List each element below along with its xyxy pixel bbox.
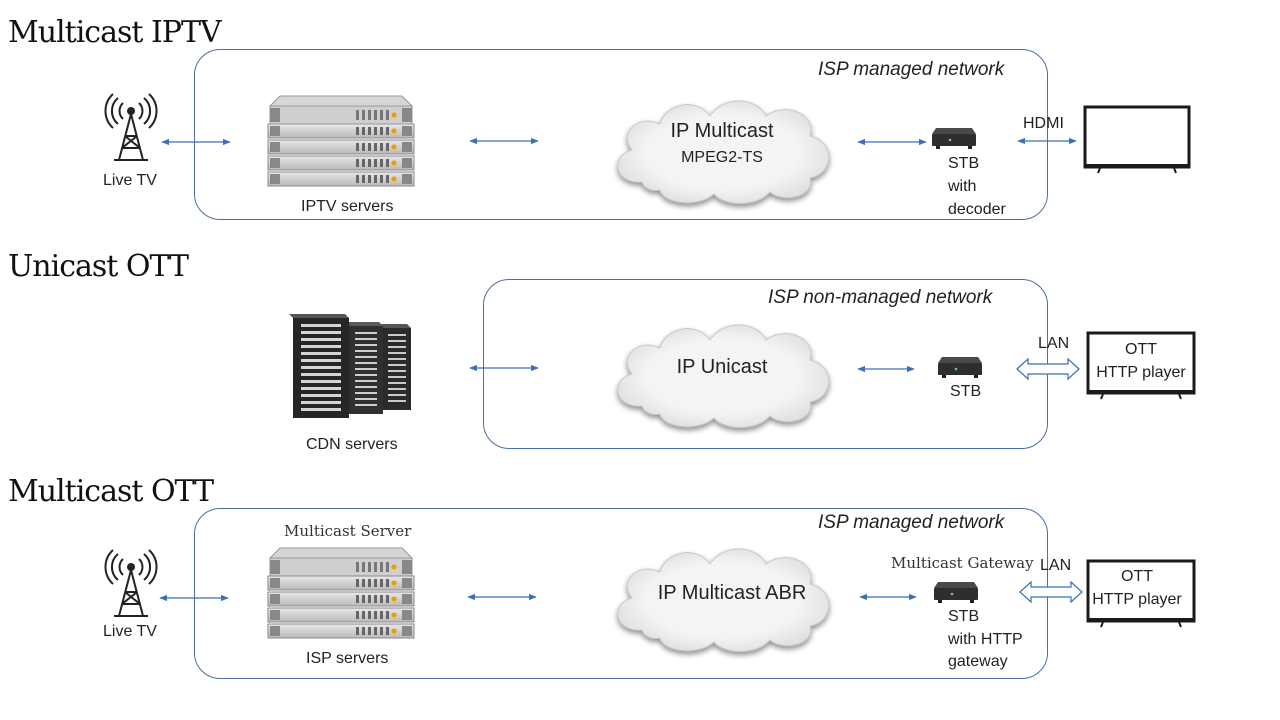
bidirectional-arrow xyxy=(161,138,231,146)
television-icon xyxy=(1086,331,1196,400)
bidirectional-arrow xyxy=(1017,137,1077,145)
live-tv-label: Live TV xyxy=(103,172,157,189)
servers-label: IPTV servers xyxy=(301,198,394,215)
set-top-box-icon xyxy=(938,357,982,378)
tv-label-line1: OTT xyxy=(1121,568,1153,585)
television-icon xyxy=(1086,559,1196,628)
stb-label-line3: decoder xyxy=(948,201,1006,218)
bidirectional-arrow xyxy=(159,594,229,602)
cloud-icon xyxy=(617,100,830,204)
network-label: ISP non-managed network xyxy=(768,287,993,308)
server-rack-icon xyxy=(267,95,415,187)
bidirectional-arrow xyxy=(859,593,917,601)
tv-label-line2: HTTP player xyxy=(1092,591,1182,608)
section-title: Unicast OTT xyxy=(8,249,189,284)
servers-label: CDN servers xyxy=(306,436,398,453)
stb-label-line2: with xyxy=(948,178,977,195)
bidirectional-arrow xyxy=(857,138,927,146)
radio-tower-icon xyxy=(104,93,158,161)
network-boundary xyxy=(194,49,1048,220)
hdmi-label: HDMI xyxy=(1023,115,1064,132)
gateway-caption: Multicast Gateway xyxy=(891,554,1034,572)
bidirectional-arrow xyxy=(469,137,539,145)
network-label: ISP managed network xyxy=(818,59,1005,80)
live-tv-label: Live TV xyxy=(103,623,157,640)
television-icon xyxy=(1083,105,1191,174)
lan-arrow xyxy=(1019,580,1083,604)
stb-label-line3: gateway xyxy=(948,653,1008,670)
set-top-box-icon xyxy=(934,582,978,603)
lan-label: LAN xyxy=(1038,335,1070,352)
cloud-title: IP Unicast xyxy=(676,356,768,378)
set-top-box-icon xyxy=(932,128,976,149)
section-title: Multicast OTT xyxy=(8,474,214,509)
network-label: ISP managed network xyxy=(818,512,1005,533)
radio-tower-icon xyxy=(104,549,158,617)
tv-label-line2: HTTP player xyxy=(1096,364,1186,381)
cloud-icon xyxy=(617,324,830,428)
stb-label: STB xyxy=(950,383,982,400)
bidirectional-arrow xyxy=(467,593,537,601)
cloud-title: IP Multicast xyxy=(670,120,774,142)
lan-arrow xyxy=(1016,357,1080,381)
cloud-icon xyxy=(617,548,830,652)
bidirectional-arrow xyxy=(857,365,915,373)
section-title: Multicast IPTV xyxy=(8,15,222,50)
cdn-server-cabinets-icon xyxy=(289,314,411,418)
lan-label: LAN xyxy=(1040,557,1072,574)
stb-label-line2: with HTTP xyxy=(948,631,1023,648)
stb-label-line1: STB xyxy=(948,608,980,625)
stb-label-line1: STB xyxy=(948,155,980,172)
cloud-title: IP Multicast ABR xyxy=(657,582,807,604)
server-caption: Multicast Server xyxy=(284,522,412,540)
servers-label: ISP servers xyxy=(306,650,389,667)
server-rack-icon xyxy=(267,547,415,639)
tv-label-line1: OTT xyxy=(1125,341,1157,358)
bidirectional-arrow xyxy=(469,364,539,372)
cloud-subtitle: MPEG2-TS xyxy=(681,149,763,166)
